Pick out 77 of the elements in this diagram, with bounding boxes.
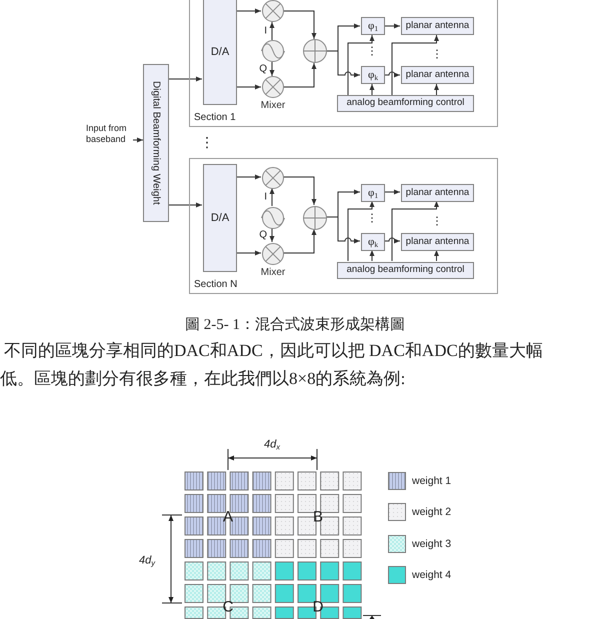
body-text: 低。區塊的劃分有很多種，在此我們以8×8的系統為例:	[0, 369, 406, 388]
component-label: Mixer	[260, 100, 286, 112]
ellipsis: ⋮	[432, 48, 442, 60]
edge-label: Q	[258, 230, 268, 240]
arrow	[282, 10, 316, 40]
arrow	[270, 228, 274, 242]
adder-icon	[303, 39, 327, 63]
input-label: Input from baseband	[86, 123, 133, 145]
arrow	[270, 22, 274, 40]
converter-block: D/A	[203, 164, 237, 272]
legend-label: weight 1	[412, 475, 452, 487]
arrow	[434, 250, 439, 262]
oscillator-icon	[262, 207, 284, 229]
arrow	[384, 238, 400, 244]
section-panel	[189, 158, 498, 294]
oscillator-icon	[262, 40, 284, 62]
arrow	[326, 216, 360, 244]
antenna-box: planar antenna	[401, 233, 474, 251]
arrow	[282, 176, 316, 206]
arrow	[392, 200, 439, 262]
section-panel	[189, 0, 498, 127]
arrow	[282, 62, 316, 88]
edge-label: I	[263, 26, 268, 36]
mixer-icon	[262, 243, 284, 265]
section-label: Section 1	[194, 112, 236, 124]
arrow	[348, 200, 374, 262]
legend-label: weight 2	[412, 506, 452, 518]
arrow	[384, 190, 400, 194]
arrow	[384, 24, 400, 28]
arrow	[270, 188, 274, 206]
dimension-label: 4d$_{y}$	[139, 554, 155, 568]
control-box: analog beamforming control	[337, 95, 474, 112]
arrow	[370, 250, 374, 262]
component-label: Mixer	[260, 267, 286, 279]
ellipsis: ⋮	[366, 212, 378, 224]
converter-block: D/A	[203, 0, 237, 105]
phase-shifter-box: φ$_{1}$	[361, 17, 385, 35]
arrow	[236, 174, 262, 180]
arrow	[384, 72, 400, 78]
quadrant-label: D	[312, 598, 324, 616]
edge-label: I	[263, 192, 268, 202]
legend-label: weight 3	[412, 538, 452, 550]
arrow	[370, 84, 374, 96]
control-box: analog beamforming control	[337, 262, 474, 279]
body-text: 不同的區塊分享相同的DAC和ADC，因此可以把 DAC和ADC的數量大幅	[4, 341, 543, 360]
section-label: Section N	[194, 279, 238, 291]
arrow	[168, 76, 202, 82]
arrow	[132, 138, 144, 142]
arrow	[236, 8, 262, 14]
adder-icon	[303, 206, 327, 230]
arrow	[434, 84, 439, 96]
antenna-box: planar antenna	[401, 184, 474, 202]
phase-shifter-box: φ$_{k}$	[361, 233, 385, 251]
arrow	[270, 62, 274, 76]
ellipsis: ⋮	[200, 135, 214, 151]
phase-shifter-box: φ$_{1}$	[361, 184, 385, 202]
figure-caption: 圖 2-5- 1：混合式波束形成架構圖	[185, 316, 405, 334]
arrow	[236, 250, 262, 256]
antenna-box: planar antenna	[401, 66, 474, 84]
mixer-icon	[262, 167, 284, 189]
arrow	[348, 34, 374, 96]
dimension-label: 4d$_{x}$	[264, 438, 280, 452]
mixer-icon	[262, 0, 284, 22]
arrow	[326, 50, 360, 78]
edge-label: Q	[258, 64, 268, 74]
arrow	[282, 228, 316, 254]
arrow	[168, 202, 202, 208]
phase-shifter-box: φ$_{k}$	[361, 66, 385, 84]
arrow	[236, 84, 262, 90]
legend-label: weight 4	[412, 568, 452, 581]
antenna-box: planar antenna	[401, 17, 474, 35]
arrow	[392, 34, 439, 96]
weighting-block: Digital Beamforming Weight	[143, 64, 169, 222]
mixer-icon	[262, 76, 284, 98]
ellipsis: ⋮	[366, 44, 378, 58]
ellipsis: ⋮	[432, 214, 442, 228]
quadrant-label: B	[313, 508, 323, 526]
